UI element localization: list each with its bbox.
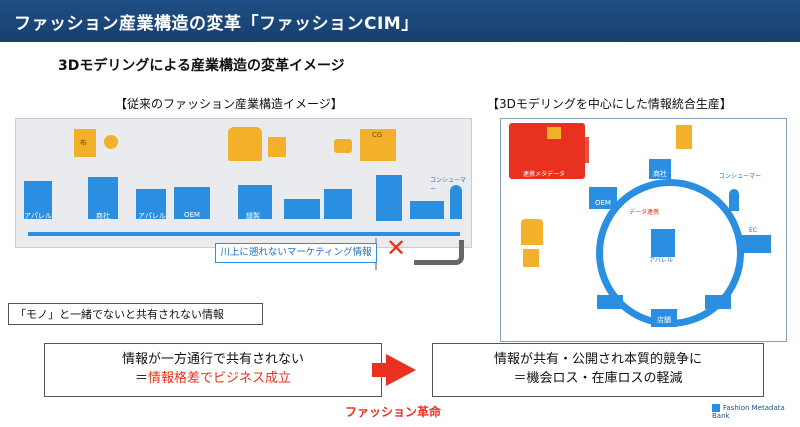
consumer-label-right: コンシューマー	[719, 173, 762, 180]
logo-text: Fashion Metadata Bank	[712, 404, 785, 420]
oem-factory-icon	[174, 187, 210, 219]
cg-board-icon: CG	[360, 129, 396, 161]
oem-label-right: OEM	[595, 199, 611, 207]
cg-label: CG	[372, 131, 383, 139]
logo-mark-icon	[712, 404, 720, 412]
sewing-factory-icon	[238, 185, 272, 219]
sewing-label: 縫製	[246, 212, 260, 220]
left-summary-box: 情報が一方通行で共有されない ＝情報格差でビジネス成立	[44, 343, 382, 397]
mono-note: 「モノ」と一緒でないと共有されない情報	[8, 303, 263, 325]
body-figures-icon	[561, 137, 589, 163]
truck-icon-2	[410, 201, 444, 219]
truck-icon	[284, 199, 320, 219]
fabric-icon: 布	[74, 129, 96, 157]
consumer-label: コンシューマー	[430, 177, 467, 193]
sweater-icon	[228, 127, 262, 161]
data-link-label: データ連携	[629, 209, 660, 216]
apparel2-label: アパレル	[138, 212, 166, 220]
retail-label: 店舗	[657, 316, 671, 324]
subtitle: 3Dモデリングによる産業構造の変革イメージ	[58, 58, 345, 74]
apparel-desk-icon	[24, 181, 52, 219]
shorts-icon-right	[523, 249, 539, 267]
camera-icon	[334, 139, 352, 153]
button-icon	[104, 135, 118, 149]
apparel-desk-icon-2	[136, 189, 166, 219]
marketing-info-note: 川上に遡れないマーケティング情報	[215, 243, 377, 263]
apparel1-label: アパレル	[24, 212, 52, 220]
left-section-title: 【従来のファッション産業構造イメージ】	[115, 97, 343, 111]
ec-label: EC	[749, 227, 757, 234]
oem-label: OEM	[184, 211, 200, 219]
right-summary-line2: ＝機会ロス・在庫ロスの軽減	[513, 371, 683, 386]
return-arrow-icon	[414, 240, 464, 265]
retail-icon-right	[651, 309, 677, 327]
title-bar: ファッション産業構造の変革「ファッションCIM」	[0, 0, 800, 42]
trade-building-icon-right	[649, 159, 671, 179]
trade-label-right: 商社	[653, 170, 667, 178]
retail-desk-icon	[324, 189, 352, 219]
blocked-x-icon: ✕	[386, 234, 407, 262]
left-summary-red: 情報格差でビジネス成立	[148, 371, 292, 386]
trade-label: 商社	[96, 212, 110, 220]
right-summary-line1: 情報が共有・公開され本質的競争に	[493, 352, 702, 367]
shorts-icon	[268, 137, 286, 157]
trade-building-icon	[88, 177, 118, 219]
left-summary-line2: ＝情報格差でビジネス成立	[45, 369, 381, 388]
fabric-icon-right	[676, 125, 692, 149]
consumer-icon	[450, 185, 462, 219]
logo: Fashion Metadata Bank	[712, 404, 800, 420]
truck-icon-right-2	[705, 295, 731, 309]
sweater-icon-right	[521, 219, 543, 245]
consumer-icon-right	[729, 189, 739, 211]
left-summary-prefix: ＝	[134, 371, 148, 386]
retail-building-icon	[376, 175, 402, 221]
right-section-title: 【3Dモデリングを中心にした情報統合生産】	[487, 97, 732, 111]
fabric-label: 布	[80, 139, 87, 147]
camera-icon-right	[547, 127, 561, 139]
oem-factory-icon-right	[589, 187, 617, 209]
page-title: ファッション産業構造の変革「ファッションCIM」	[14, 14, 419, 34]
metadata-label: 連携メタデータ	[523, 171, 566, 178]
ec-monitor-icon	[741, 235, 771, 253]
center-apparel-label: アパレル	[649, 257, 673, 264]
transition-arrow-icon	[386, 354, 416, 386]
center-apparel-icon	[651, 229, 675, 257]
truck-icon-right	[597, 295, 623, 309]
revolution-label: ファッション革命	[345, 405, 442, 419]
left-summary-line1: 情報が一方通行で共有されない	[121, 352, 304, 367]
flow-arrow	[28, 232, 460, 236]
integrated-production-panel: 連携メタデータ 商社 コンシューマー OEM データ連携 アパレル EC 店舗	[500, 118, 787, 342]
traditional-structure-panel: 布 CG アパレル 商社 アパレル OEM 縫製 コンシューマー	[15, 118, 472, 248]
right-summary-box: 情報が共有・公開され本質的競争に ＝機会ロス・在庫ロスの軽減	[432, 343, 764, 397]
transition-arrow-stem	[372, 363, 388, 377]
